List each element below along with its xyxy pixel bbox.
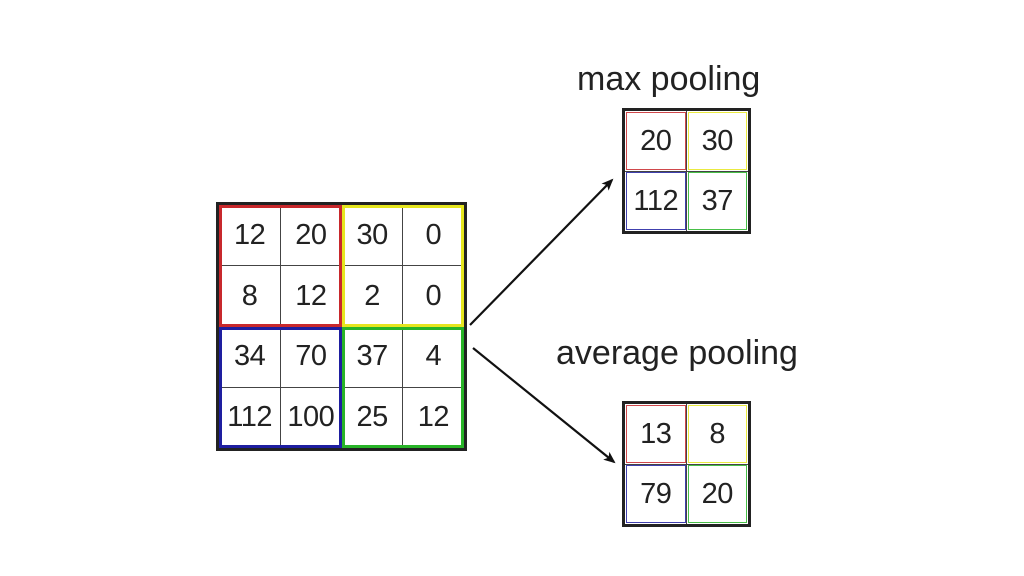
- average-pooling-cell: 8: [709, 417, 726, 450]
- input-matrix-cell: 34: [233, 340, 266, 373]
- max-pooling-label: max pooling: [577, 60, 761, 98]
- average-pooling-cell: 20: [701, 477, 734, 510]
- average-pooling-label: average pooling: [556, 334, 798, 372]
- input-matrix-cell: 0: [425, 279, 442, 312]
- input-matrix-cell: 20: [295, 218, 327, 251]
- max-pooling-cell: 37: [701, 184, 734, 217]
- input-matrix-cell: 70: [295, 340, 327, 373]
- max-pooling-cell: 112: [633, 184, 679, 217]
- average-pooling-cell: 13: [640, 417, 672, 450]
- input-matrix-cell: 12: [295, 279, 327, 312]
- input-matrix-cell: 112: [227, 401, 272, 434]
- input-matrix-cell: 12: [417, 401, 450, 434]
- arrow-to-average-pooling: [472, 347, 616, 464]
- input-matrix-cell: 0: [425, 218, 442, 251]
- input-matrix-cell: 30: [356, 218, 388, 251]
- max-pooling-cell: 20: [640, 124, 672, 157]
- input-matrix-cell: 12: [233, 218, 266, 251]
- input-matrix-cell: 37: [356, 340, 388, 373]
- max-pooling-matrix: 20 30 112 37: [622, 108, 751, 234]
- input-matrix-cell: 25: [356, 401, 388, 434]
- max-pooling-grid-line-horizontal: [625, 170, 748, 172]
- average-pooling-cell: 79: [640, 477, 672, 510]
- input-matrix-cell: 8: [241, 279, 258, 312]
- input-matrix-cell: 100: [287, 401, 335, 434]
- arrow-to-max-pooling: [469, 178, 614, 326]
- average-pooling-grid-line-horizontal: [625, 463, 748, 465]
- max-pooling-cell: 30: [701, 124, 734, 157]
- input-matrix-cell: 2: [364, 279, 380, 312]
- input-matrix-cell: 4: [425, 340, 442, 373]
